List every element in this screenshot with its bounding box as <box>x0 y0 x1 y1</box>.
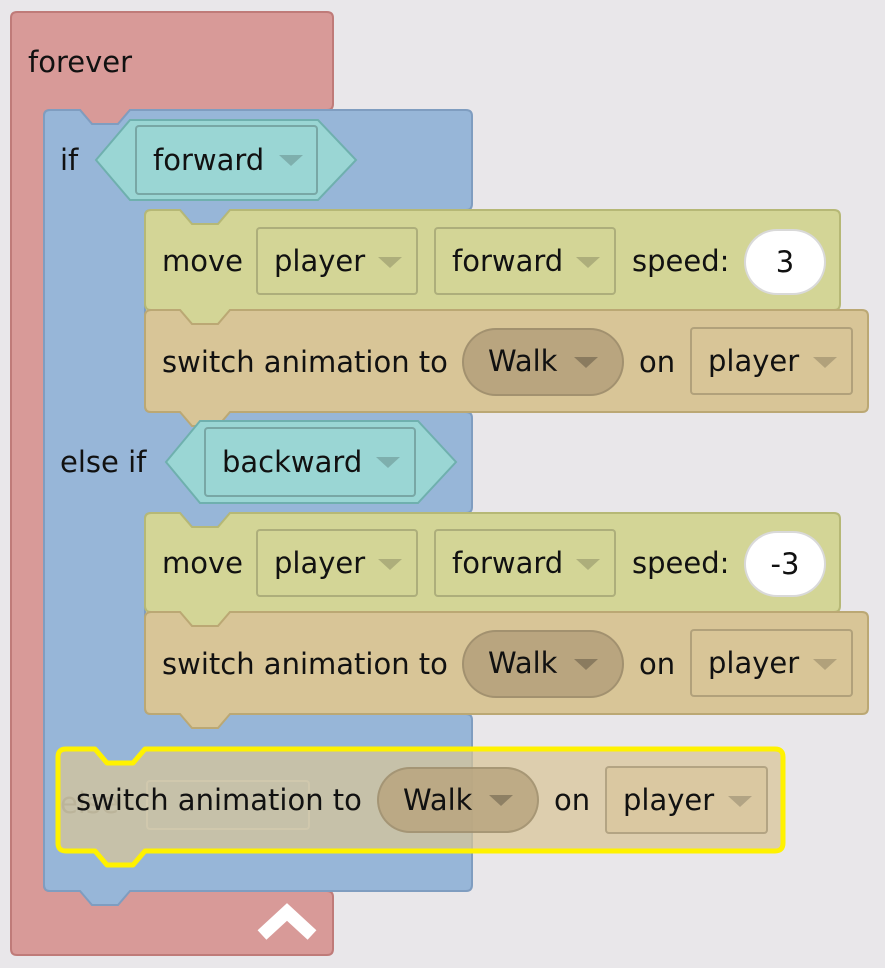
chevron-down-icon <box>574 659 598 670</box>
condition-value: backward <box>222 445 363 479</box>
animation-value: Walk <box>488 646 558 680</box>
on-label: on <box>639 345 676 379</box>
chevron-down-icon <box>489 795 513 806</box>
chevron-down-icon <box>574 357 598 368</box>
direction-value: forward <box>452 244 564 278</box>
chevron-down-icon <box>378 559 402 570</box>
speed-label: speed: <box>632 546 730 580</box>
speed-input[interactable]: -3 <box>744 531 826 597</box>
target-value: player <box>708 646 800 680</box>
else-if-label: else if <box>60 445 147 479</box>
target-value: player <box>274 546 366 580</box>
animation-dropdown[interactable]: Walk <box>462 630 624 698</box>
forever-label: forever <box>28 45 133 79</box>
target-dropdown[interactable]: player <box>690 629 853 697</box>
chevron-down-icon <box>813 357 837 368</box>
move-label: move <box>162 244 243 278</box>
condition-dropdown[interactable]: forward <box>135 125 318 195</box>
on-label: on <box>639 647 676 681</box>
target-value: player <box>708 344 800 378</box>
condition-dropdown[interactable]: backward <box>204 427 416 497</box>
animation-label: switch animation to <box>162 345 448 379</box>
chevron-down-icon <box>728 796 752 807</box>
target-dropdown[interactable]: player <box>605 766 768 834</box>
if-label: if <box>60 143 79 177</box>
target-value: player <box>623 783 715 817</box>
animation-value: Walk <box>403 783 473 817</box>
animation-dropdown[interactable]: Walk <box>462 328 624 396</box>
speed-label: speed: <box>632 244 730 278</box>
chevron-down-icon <box>279 155 303 166</box>
direction-dropdown[interactable]: forward <box>434 227 616 295</box>
speed-input[interactable]: 3 <box>744 229 826 295</box>
animation-label: switch animation to <box>162 647 448 681</box>
target-dropdown[interactable]: player <box>256 529 418 597</box>
target-dropdown[interactable]: player <box>690 327 853 395</box>
chevron-down-icon <box>576 559 600 570</box>
chevron-down-icon <box>378 257 402 268</box>
direction-dropdown[interactable]: forward <box>434 529 616 597</box>
chevron-down-icon <box>813 659 837 670</box>
target-dropdown[interactable]: player <box>256 227 418 295</box>
target-value: player <box>274 244 366 278</box>
chevron-up-icon[interactable] <box>257 903 317 940</box>
chevron-down-icon <box>576 257 600 268</box>
condition-value: forward <box>153 143 265 177</box>
animation-dropdown[interactable]: Walk <box>377 767 539 833</box>
direction-value: forward <box>452 546 564 580</box>
animation-value: Walk <box>488 344 558 378</box>
chevron-down-icon <box>376 457 400 468</box>
on-label: on <box>554 783 591 817</box>
move-label: move <box>162 546 243 580</box>
animation-label: switch animation to <box>76 783 362 817</box>
